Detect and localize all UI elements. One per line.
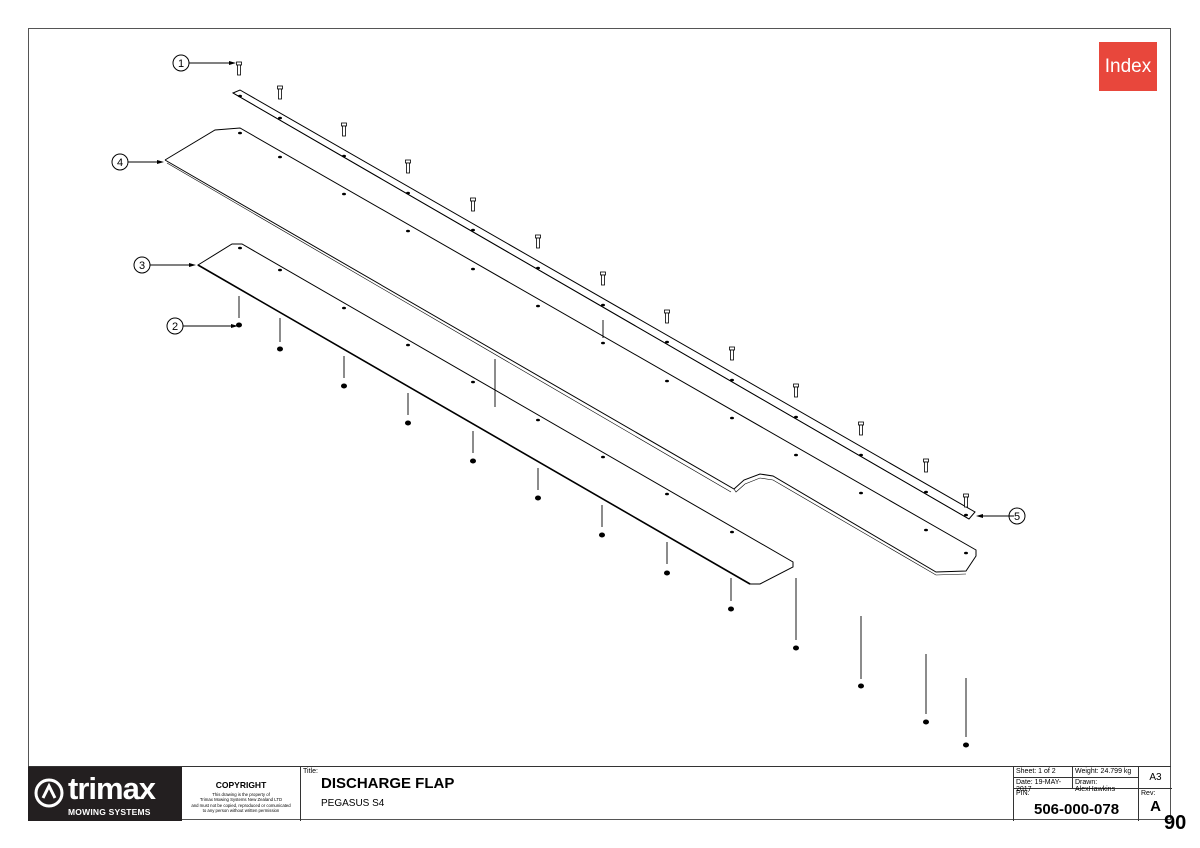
copyright-line: and must not be copied, reproduced or co… xyxy=(191,802,291,808)
nuts xyxy=(236,322,969,748)
bolts xyxy=(236,61,969,508)
balloon-labels: 1 2 3 4 5 xyxy=(117,58,1020,523)
sheet-info: Sheet: 1 of 2 xyxy=(1014,767,1073,778)
drawing-frame xyxy=(28,28,1171,820)
axis-lines xyxy=(238,296,967,737)
rev-label: Rev: xyxy=(1141,790,1156,797)
drawing-subtitle: PEGASUS S4 xyxy=(321,798,385,809)
copyright-block: COPYRIGHT This drawing is the property o… xyxy=(183,767,299,821)
leader-lines xyxy=(128,62,1014,517)
part-5-clamp-strip xyxy=(231,89,976,520)
index-button[interactable]: Index xyxy=(1099,42,1157,91)
title-block: trimax MOWING SYSTEMS COPYRIGHT This dra… xyxy=(28,766,1172,821)
drawn-info: Drawn: AlexHawkins xyxy=(1073,778,1139,793)
leader-arrows xyxy=(157,61,983,518)
balloon-3-label: 3 xyxy=(139,260,145,272)
weight-info: Weight: 24.799 kg xyxy=(1073,767,1139,778)
pin-cell: PIN: 506-000-078 xyxy=(1014,789,1139,821)
holes xyxy=(238,94,968,555)
trimax-logo: trimax MOWING SYSTEMS xyxy=(28,767,182,821)
logo-subtitle: MOWING SYSTEMS xyxy=(68,807,151,817)
balloons xyxy=(111,54,1026,525)
drawing-title: DISCHARGE FLAP xyxy=(321,775,455,792)
copyright-line: This drawing is the property of xyxy=(212,792,270,797)
copyright-heading: COPYRIGHT xyxy=(215,780,267,790)
date-info: Date: 19-MAY-2017 xyxy=(1014,778,1073,793)
title-cell: Title: DISCHARGE FLAP PEGASUS S4 xyxy=(300,767,1013,821)
trimax-mark-icon xyxy=(34,778,64,808)
rev-value: A xyxy=(1150,798,1161,815)
balloon-5-label: 5 xyxy=(1014,511,1020,523)
balloon-1-label: 1 xyxy=(178,58,184,70)
page-number: 90 xyxy=(1164,812,1187,834)
copyright-line: Trimax Mowing Systems New Zealand LTD xyxy=(199,797,283,803)
title-label: Title: xyxy=(303,768,318,775)
part-4-flap xyxy=(164,127,977,576)
copyright-line: to any person without written permission xyxy=(202,808,280,814)
sheet-size: A3 xyxy=(1139,767,1172,789)
pin-number: 506-000-078 xyxy=(1034,801,1120,818)
balloon-4-label: 4 xyxy=(117,157,123,169)
copyright-text: This drawing is the property of Trimax M… xyxy=(183,792,299,814)
logo-word: trimax xyxy=(68,771,156,806)
info-block: Sheet: 1 of 2 Weight: 24.799 kg A3 Date:… xyxy=(1013,767,1172,821)
part-3-plate xyxy=(197,243,794,585)
balloon-2-label: 2 xyxy=(172,321,178,333)
pin-label: PIN: xyxy=(1016,790,1030,797)
rev-cell: Rev: A xyxy=(1139,789,1172,821)
